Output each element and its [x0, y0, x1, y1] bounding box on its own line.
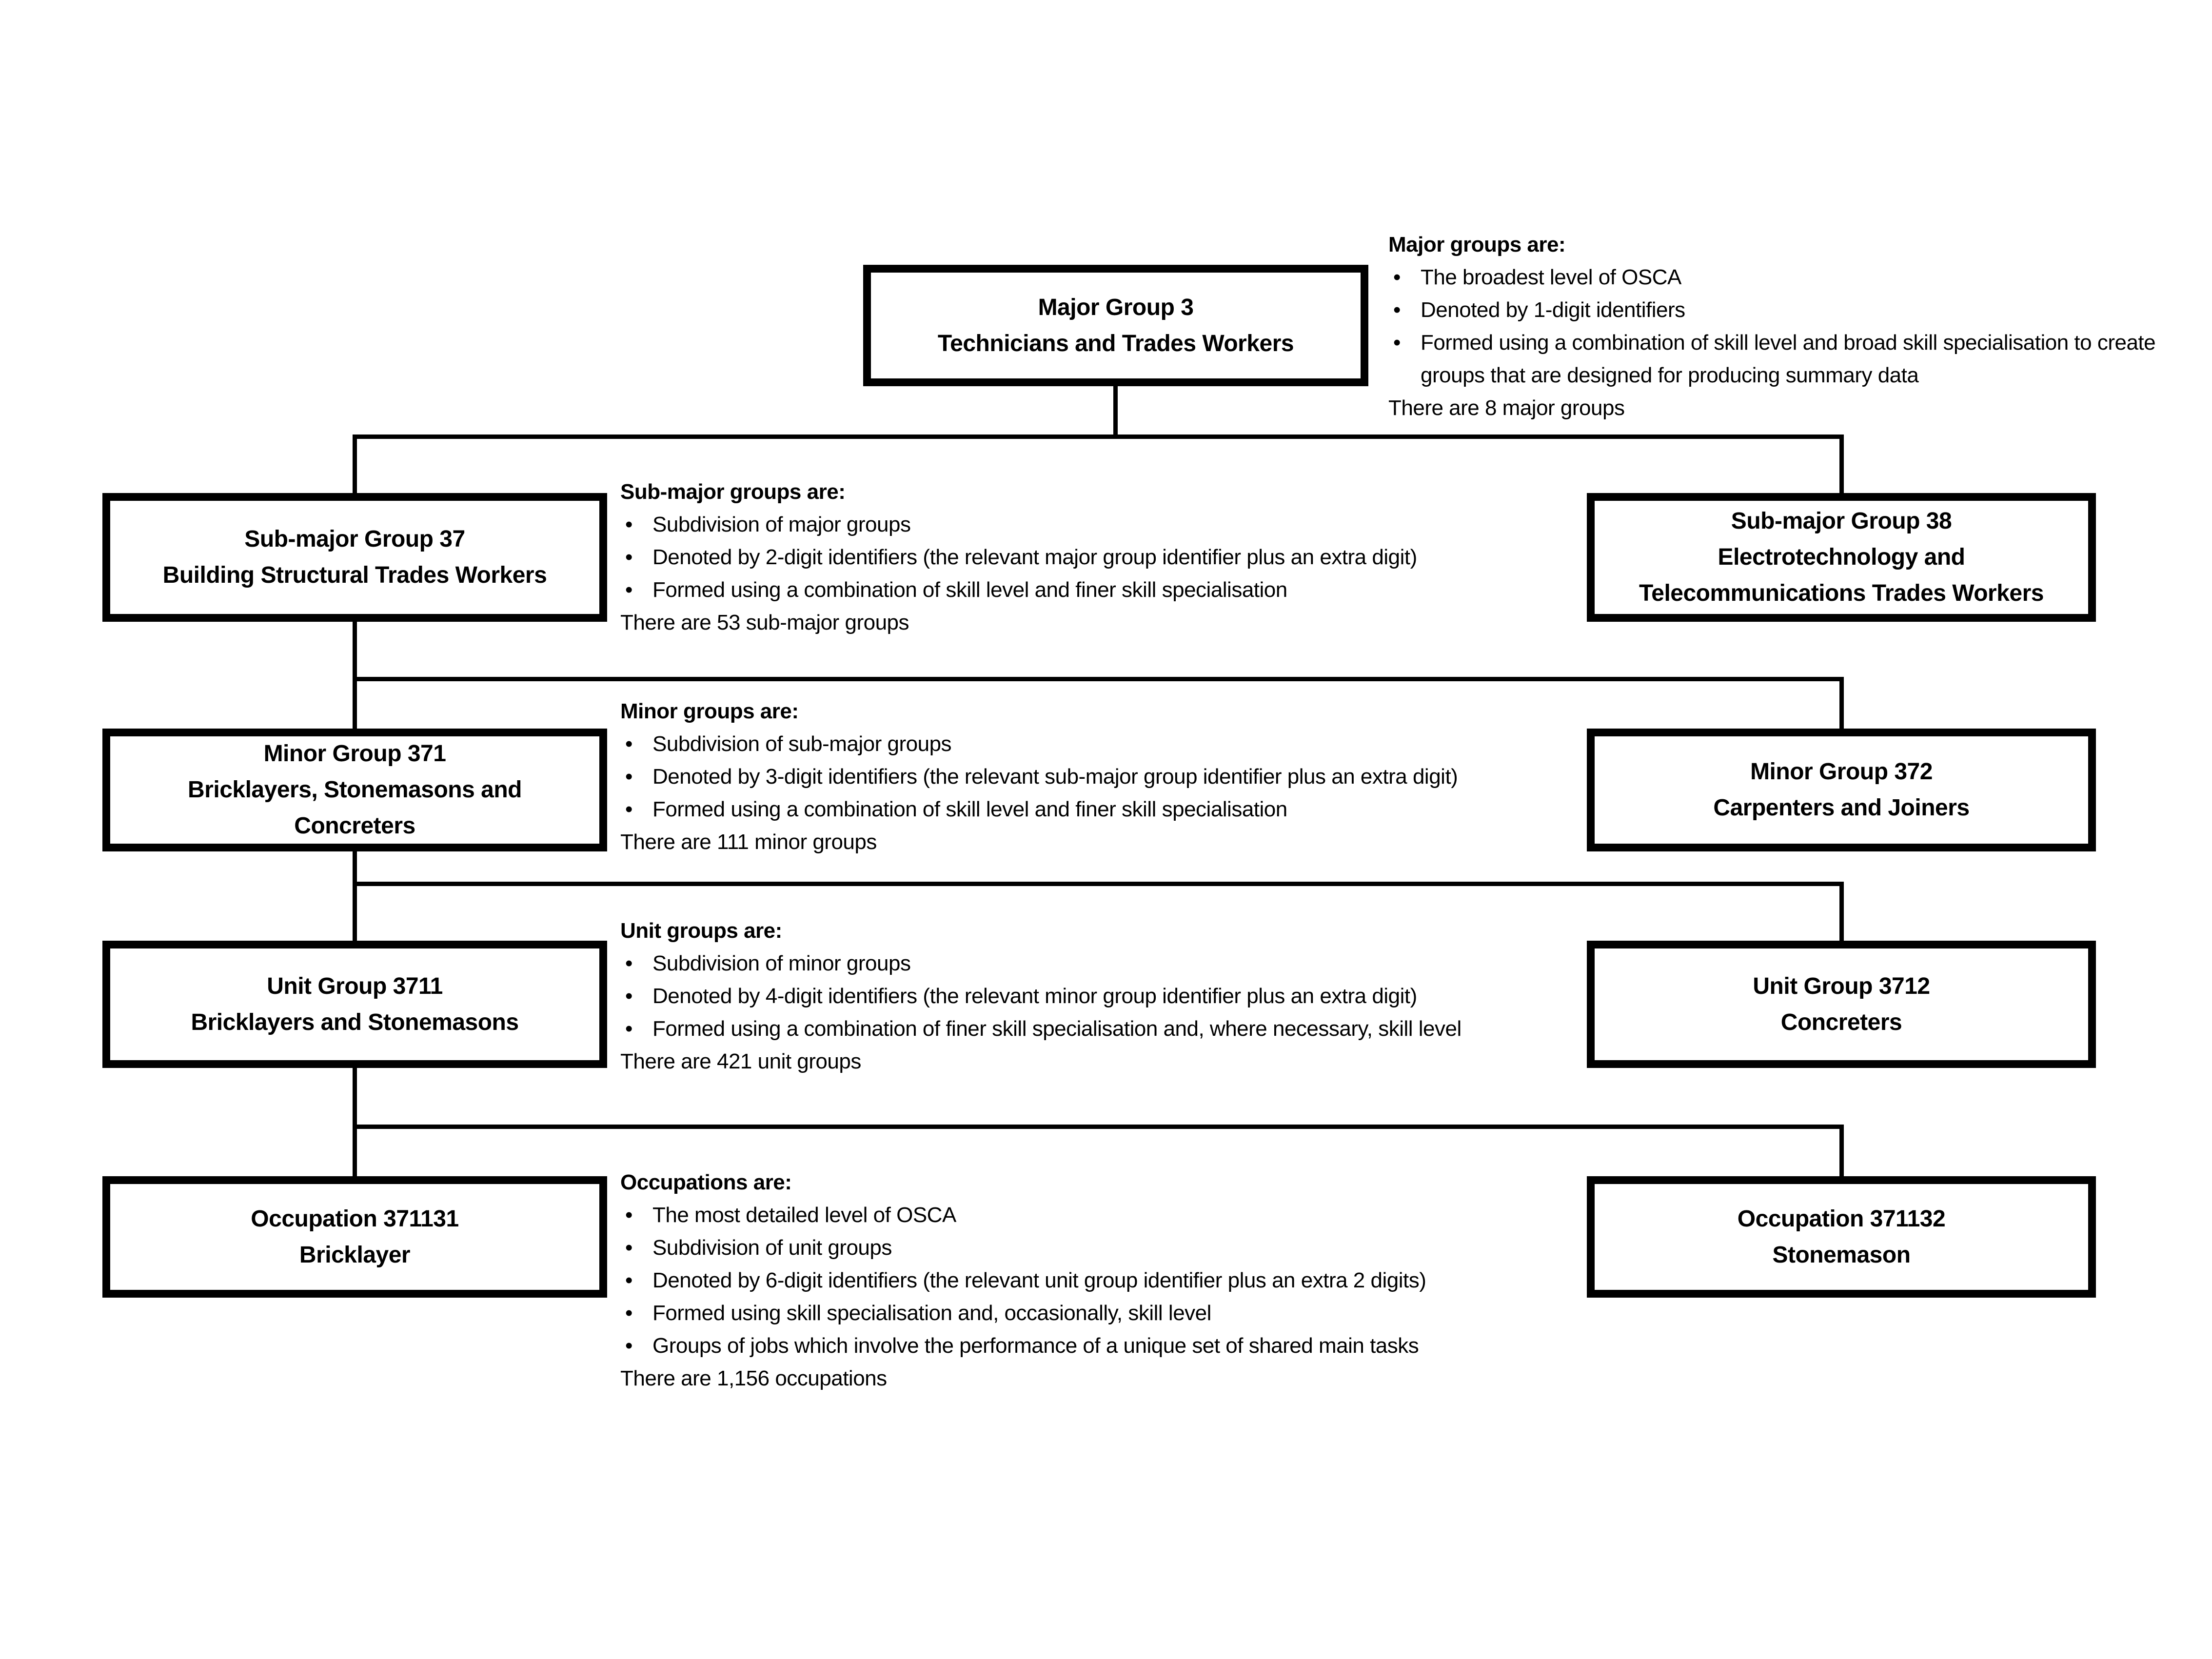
connector-level3-horizontal: [353, 882, 1844, 886]
box-title-line: Electrotechnology and: [1718, 544, 1965, 570]
notes-footer: There are 111 minor groups: [620, 830, 877, 854]
notes-bullet: Subdivision of minor groups: [620, 947, 1527, 980]
major-group-box: Major Group 3 Technicians and Trades Wor…: [863, 265, 1368, 386]
connector-level2-horizontal: [353, 677, 1844, 681]
box-title-line: Unit Group 3712: [1753, 973, 1930, 999]
box-title-line: Bricklayer: [299, 1242, 411, 1268]
box-title-line: Technicians and Trades Workers: [937, 330, 1294, 356]
notes-bullet: Denoted by 4-digit identifiers (the rele…: [620, 980, 1527, 1012]
notes-bullet: Formed using a combination of finer skil…: [620, 1012, 1527, 1045]
notes-bullet: Denoted by 3-digit identifiers (the rele…: [620, 760, 1561, 793]
box-title-line: Concreters: [294, 813, 415, 839]
connector-unit-to-occupation-vertical: [353, 1068, 357, 1179]
notes-bullet: Denoted by 2-digit identifiers (the rele…: [620, 541, 1561, 573]
box-title-line: Major Group 3: [1038, 294, 1194, 320]
occupation-371131-box: Occupation 371131 Bricklayer: [102, 1176, 607, 1298]
submajor-group-38-box: Sub-major Group 38 Electrotechnology and…: [1587, 493, 2096, 622]
submajor-group-notes: Sub-major groups are: Subdivision of maj…: [620, 475, 1561, 639]
box-title-line: Carpenters and Joiners: [1713, 795, 1970, 821]
box-title-line: Building Structural Trades Workers: [162, 562, 547, 588]
minor-group-371-box: Minor Group 371 Bricklayers, Stonemasons…: [102, 729, 607, 851]
box-title-line: Unit Group 3711: [267, 973, 443, 999]
submajor-group-37-box: Sub-major Group 37 Building Structural T…: [102, 493, 607, 622]
box-title-line: Bricklayers and Stonemasons: [191, 1009, 519, 1035]
unit-group-3711-box: Unit Group 3711 Bricklayers and Stonemas…: [102, 941, 607, 1068]
connector-submajor-to-minor-vertical: [353, 622, 357, 731]
box-title-line: Telecommunications Trades Workers: [1639, 580, 2044, 606]
notes-footer: There are 421 unit groups: [620, 1049, 861, 1073]
connector-minor-to-unit-vertical: [353, 851, 357, 944]
notes-title: Sub-major groups are:: [620, 480, 846, 504]
connector-level1-left-vertical: [353, 434, 357, 496]
connector-level2-right-vertical: [1839, 677, 1844, 731]
connector-level4-horizontal: [353, 1125, 1844, 1129]
notes-title: Major groups are:: [1388, 233, 1566, 257]
connector-level4-right-vertical: [1839, 1125, 1844, 1179]
occupation-notes: Occupations are: The most detailed level…: [620, 1166, 1576, 1395]
minor-group-notes: Minor groups are: Subdivision of sub-maj…: [620, 695, 1561, 858]
box-title-line: Occupation 371131: [251, 1205, 459, 1232]
box-title-line: Minor Group 372: [1750, 759, 1933, 785]
notes-bullet: Denoted by 1-digit identifiers: [1388, 294, 2169, 326]
box-title-line: Sub-major Group 38: [1731, 508, 1952, 534]
unit-group-notes: Unit groups are: Subdivision of minor gr…: [620, 914, 1527, 1078]
notes-bullet: Subdivision of unit groups: [620, 1231, 1576, 1264]
connector-major-drop-vertical: [1113, 386, 1118, 439]
connector-level1-right-vertical: [1839, 434, 1844, 496]
notes-bullet: Groups of jobs which involve the perform…: [620, 1329, 1576, 1362]
notes-bullet: Subdivision of major groups: [620, 508, 1561, 541]
unit-group-3712-box: Unit Group 3712 Concreters: [1587, 941, 2096, 1068]
notes-bullet: Formed using a combination of skill leve…: [1388, 326, 2169, 392]
notes-bullet: Formed using a combination of skill leve…: [620, 793, 1561, 826]
minor-group-372-box: Minor Group 372 Carpenters and Joiners: [1587, 729, 2096, 851]
notes-bullet: Formed using skill specialisation and, o…: [620, 1297, 1576, 1329]
notes-bullet: Subdivision of sub-major groups: [620, 728, 1561, 760]
notes-footer: There are 8 major groups: [1388, 396, 1625, 420]
occupation-371132-box: Occupation 371132 Stonemason: [1587, 1176, 2096, 1298]
notes-bullet: The broadest level of OSCA: [1388, 261, 2169, 294]
notes-title: Unit groups are:: [620, 919, 782, 943]
box-title-line: Sub-major Group 37: [244, 526, 465, 552]
box-title-line: Occupation 371132: [1737, 1205, 1946, 1232]
notes-footer: There are 53 sub-major groups: [620, 611, 909, 634]
box-title-line: Minor Group 371: [263, 741, 446, 767]
connector-level1-horizontal: [353, 434, 1844, 439]
notes-title: Occupations are:: [620, 1170, 792, 1194]
notes-bullet: Formed using a combination of skill leve…: [620, 573, 1561, 606]
notes-bullet: Denoted by 6-digit identifiers (the rele…: [620, 1264, 1576, 1297]
connector-level3-right-vertical: [1839, 882, 1844, 944]
notes-bullet: The most detailed level of OSCA: [620, 1199, 1576, 1231]
box-title-line: Stonemason: [1772, 1242, 1911, 1268]
box-title-line: Bricklayers, Stonemasons and: [188, 777, 522, 803]
box-title-line: Concreters: [1780, 1009, 1902, 1035]
notes-footer: There are 1,156 occupations: [620, 1366, 887, 1390]
notes-title: Minor groups are:: [620, 699, 799, 723]
major-group-notes: Major groups are: The broadest level of …: [1388, 228, 2169, 424]
